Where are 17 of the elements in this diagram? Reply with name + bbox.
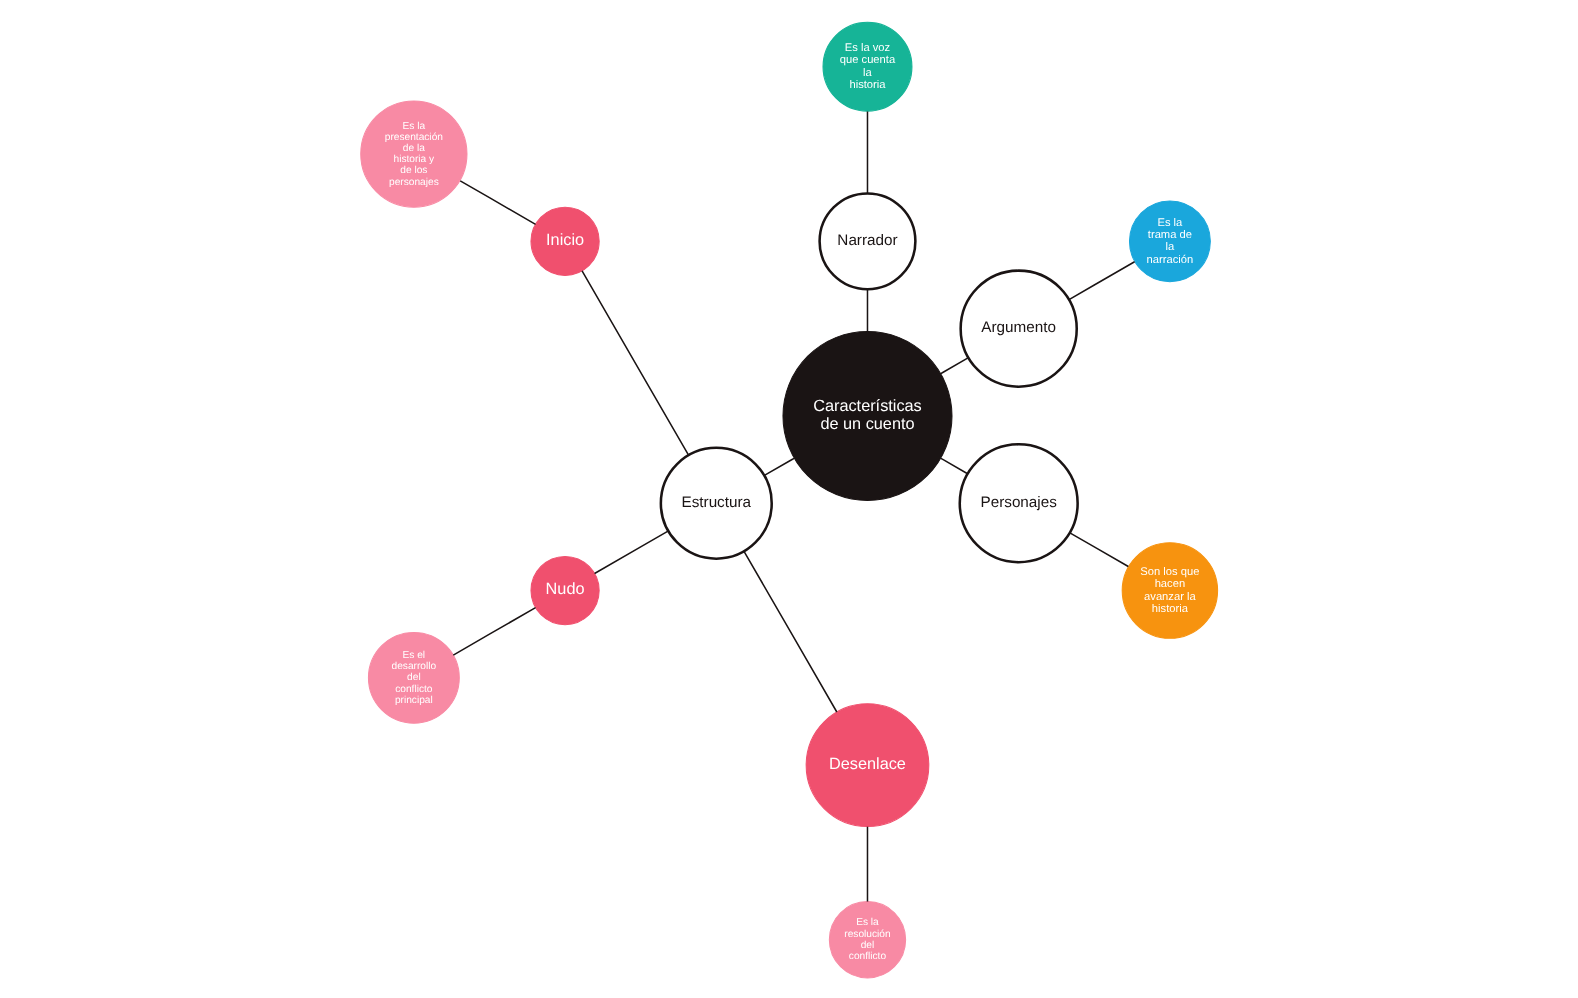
connector bbox=[866, 824, 869, 902]
connector bbox=[452, 605, 537, 655]
connector bbox=[763, 456, 795, 476]
connector bbox=[940, 456, 969, 474]
connector bbox=[1069, 531, 1130, 567]
connector bbox=[459, 179, 537, 225]
connector bbox=[743, 549, 838, 712]
node-circle: Inicio bbox=[530, 205, 600, 275]
node-circle: Nudo bbox=[530, 554, 600, 625]
connector bbox=[940, 356, 969, 374]
connector bbox=[866, 109, 869, 193]
node-circle: Características de un cuento bbox=[782, 329, 953, 500]
connector bbox=[866, 288, 869, 332]
connector bbox=[593, 529, 670, 574]
connector bbox=[1068, 259, 1136, 300]
node-circle: Desenlace bbox=[805, 702, 930, 826]
connector bbox=[581, 269, 690, 455]
